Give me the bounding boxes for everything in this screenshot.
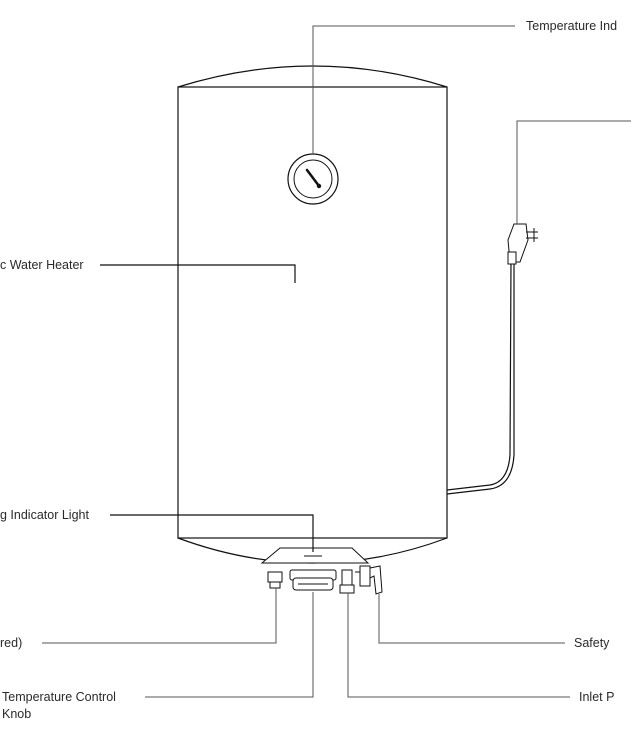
label-water-heater: c Water Heater <box>0 258 84 272</box>
left-pipe-nut <box>269 581 281 589</box>
temperature-gauge-pivot <box>316 183 322 189</box>
label-temperature-control-line2: Knob <box>2 707 31 721</box>
leader-temperature-control <box>145 592 314 698</box>
label-heating-indicator: g Indicator Light <box>0 508 89 522</box>
label-inlet: Inlet P <box>579 690 614 704</box>
label-left-bottom: red) <box>0 636 22 650</box>
leader-left-bottom <box>42 588 277 644</box>
power-cord <box>446 261 512 491</box>
leader-water-heater <box>100 264 296 283</box>
leader-inlet <box>347 593 570 698</box>
leader-heating-indicator <box>110 514 314 552</box>
power-cord-outer <box>446 262 515 495</box>
leader-power-cord <box>516 120 631 224</box>
safety-valve-lever <box>369 565 383 595</box>
leader-safety <box>378 594 565 644</box>
inlet-pipe-nut <box>339 584 355 594</box>
label-temperature-indicator: Temperature Ind <box>526 19 617 33</box>
temperature-gauge-needle <box>305 168 321 188</box>
inlet-pipe <box>341 569 353 587</box>
safety-valve <box>359 565 371 587</box>
plug-strain-relief <box>507 251 517 265</box>
left-pipe <box>267 571 283 583</box>
label-temperature-control-line1: Temperature Control <box>2 690 116 704</box>
label-safety: Safety <box>574 636 610 650</box>
leader-temperature-indicator <box>312 25 515 154</box>
